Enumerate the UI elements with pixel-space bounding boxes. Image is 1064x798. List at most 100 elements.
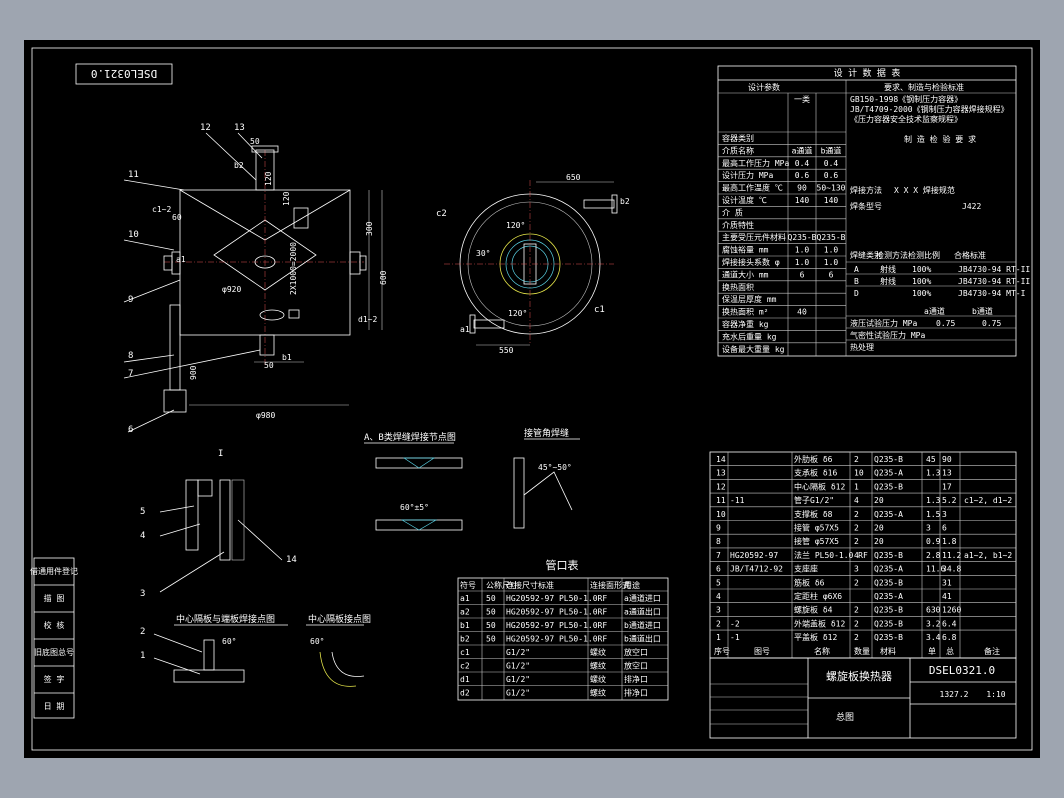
nozzle-header: 公称尺寸 xyxy=(486,580,518,590)
nozzle-cell: b1 xyxy=(460,621,470,630)
nozzle-label: d1~2 xyxy=(358,315,377,324)
ndt-cell: 100% xyxy=(912,277,931,286)
parts-cell-unit: 3.2 xyxy=(926,619,941,628)
parts-cell-qty: 2 xyxy=(854,510,859,519)
nozzle-cell: 50 xyxy=(486,635,496,644)
nozzle-cell: a2 xyxy=(460,608,470,617)
electrode-value: J422 xyxy=(962,202,981,211)
dim-text: φ980 xyxy=(256,411,275,420)
design-param-label: 设计压力 MPa xyxy=(722,170,773,180)
parts-cell-name: 支撑板 δ8 xyxy=(794,509,833,519)
design-value-a: 0.6 xyxy=(795,171,810,180)
design-value-a: 140 xyxy=(795,196,810,205)
nozzle-table-title: 管口表 xyxy=(546,558,579,572)
parts-cell-total: 17 xyxy=(942,482,952,491)
design-class: 一类 xyxy=(794,94,810,104)
nozzle-label: c1~2 xyxy=(152,205,171,214)
parts-cell-qty: 2 xyxy=(854,619,859,628)
nozzle-label: c1 xyxy=(594,305,605,315)
balloon-label: 14 xyxy=(286,555,297,565)
strip-label: 校 核 xyxy=(44,620,65,630)
parts-cell-name: 外端盖板 δ12 xyxy=(794,618,845,628)
nozzle-header: 用途 xyxy=(624,580,640,590)
nozzle-cell: 排净口 xyxy=(624,674,648,684)
design-param-label: 最高工作温度 ℃ xyxy=(722,183,783,193)
dim-text: 50 xyxy=(250,137,260,146)
balloon-label: 10 xyxy=(128,230,139,240)
parts-cell-unit: 1.5 xyxy=(926,510,941,519)
parts-cell-unit: 0.9 xyxy=(926,537,941,546)
ndt-header: 检测方法 xyxy=(876,250,908,260)
nozzle-cell: G1/2" xyxy=(506,675,530,684)
parts-cell-total: 5.2 xyxy=(942,496,957,505)
design-param-label: 介质名称 xyxy=(722,145,754,155)
product-name: 螺旋板换热器 xyxy=(826,669,892,683)
parts-cell-name: 平盖板 δ12 xyxy=(794,632,837,642)
parts-cell-no: 4 xyxy=(716,592,721,601)
parts-cell-material: 20 xyxy=(874,524,884,533)
ndt-cell: 100% xyxy=(912,265,931,274)
drawing-number-box: DSEL0321.0 xyxy=(75,63,173,85)
design-value-b: 1.0 xyxy=(824,258,839,267)
design-value-b: 6 xyxy=(829,270,834,279)
nozzle-label: a1 xyxy=(176,255,186,264)
parts-cell-unit: 2.8 xyxy=(926,551,941,560)
section-title: 中心隔板与端板焊接点图 xyxy=(176,613,275,625)
design-param-label: 主要受压元件材料 xyxy=(722,232,786,242)
weld-label: 焊接方法 xyxy=(850,185,882,195)
balloon-label: 4 xyxy=(140,531,145,541)
parts-cell-unit: 45 xyxy=(926,455,936,464)
parts-cell-name: 中心隔板 δ12 xyxy=(794,481,845,491)
dim-text: 50 xyxy=(264,361,274,370)
dim-text: 120 xyxy=(264,171,273,186)
design-value-b: 1.0 xyxy=(824,246,839,255)
parts-cell-material: Q235-B xyxy=(874,551,903,560)
parts-cell-material: Q235-B xyxy=(874,455,903,464)
parts-cell-name: 螺旋板 δ4 xyxy=(794,605,833,615)
parts-cell-unit: 11.6 xyxy=(926,565,945,574)
design-param-label: 焊接接头系数 φ xyxy=(722,257,780,267)
parts-footer-label: 名称 xyxy=(814,646,830,656)
parts-footer-label: 数量 xyxy=(854,646,870,656)
dim-text: 120 xyxy=(282,191,291,206)
design-param-label: 介质特性 xyxy=(722,220,754,230)
strip-label: 日 期 xyxy=(44,702,65,711)
parts-cell-name: 外肋板 δ6 xyxy=(794,454,833,464)
nozzle-header: 连接尺寸标准 xyxy=(506,580,554,590)
parts-cell-no: 2 xyxy=(716,619,721,628)
standard-text: 《压力容器安全技术监察规程》 xyxy=(850,114,962,124)
design-param-label: 最高工作压力 MPa xyxy=(722,158,789,168)
balloon-label: 3 xyxy=(140,589,145,599)
nozzle-cell: HG20592-97 PL50-1.0RF xyxy=(506,635,607,644)
balloon-label: 6 xyxy=(128,425,133,435)
strip-label: 签 字 xyxy=(44,674,65,684)
parts-cell-material: Q235-A xyxy=(874,469,903,478)
parts-cell-material: Q235-A xyxy=(874,510,903,519)
parts-cell-note: a1~2, b1~2 xyxy=(964,551,1012,560)
nozzle-cell: 50 xyxy=(486,594,496,603)
front-view: 300 600 120 120 50 50 60 900 φ980 φ920 2… xyxy=(123,123,388,435)
nozzle-cell: 50 xyxy=(486,621,496,630)
parts-cell-no: 5 xyxy=(716,578,721,587)
drawing-number-text: DSEL0321.0 xyxy=(91,67,157,80)
parts-cell-total: 13 xyxy=(942,469,952,478)
parts-footer-label: 图号 xyxy=(754,647,770,656)
parts-cell-material: 20 xyxy=(874,496,884,505)
design-data-table: 设 计 数 据 表 设计参数 要求、制造与检验标准 GB150-1998《钢制压… xyxy=(717,65,1030,357)
nozzle-cell: 螺纹 xyxy=(590,661,606,671)
parts-cell-material: 20 xyxy=(874,537,884,546)
design-value-a: a通道 xyxy=(792,145,813,155)
electrode-label: 焊条型号 xyxy=(850,201,882,211)
design-value-b: 50~130 xyxy=(817,184,846,193)
parts-cell-code: -2 xyxy=(730,619,740,628)
parts-cell-no: 1 xyxy=(716,633,721,642)
parts-cell-code: JB/T4712-92 xyxy=(730,565,783,574)
standard-text: JB/T4709-2000《钢制压力容器焊接规程》 xyxy=(850,104,1009,114)
nozzle-header: 连接面形式 xyxy=(590,580,630,590)
parts-cell-material: Q235-A xyxy=(874,565,903,574)
balloon-label: 5 xyxy=(140,507,145,517)
parts-cell-total: 6 xyxy=(942,524,947,533)
design-col-header: 要求、制造与检验标准 xyxy=(884,82,964,92)
balloon-label: 7 xyxy=(128,369,133,379)
